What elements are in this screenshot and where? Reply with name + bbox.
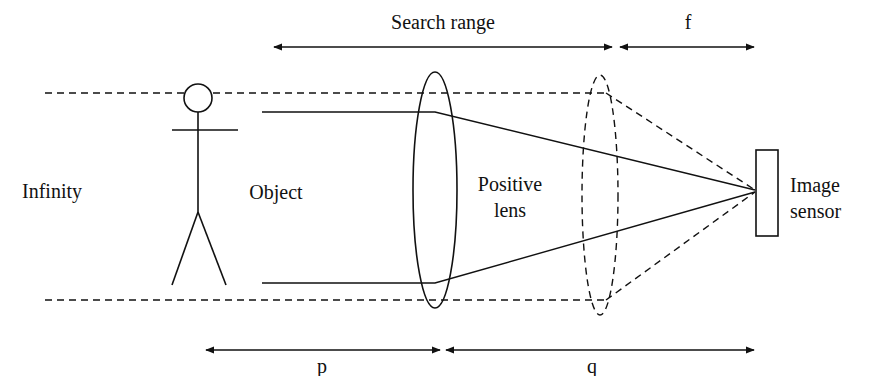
object-distance-arrow (206, 349, 440, 350)
lens-position-dashed (582, 75, 618, 315)
object-figure (172, 84, 238, 285)
image-sensor (756, 150, 778, 236)
infinity-ray (45, 92, 606, 93)
positive-lens (413, 72, 457, 308)
dimension-label: f (685, 9, 692, 35)
infinity-ray (45, 299, 606, 300)
dimension-label: p (317, 353, 327, 376)
object-label: Object (249, 179, 302, 205)
infinity-ray (606, 192, 755, 300)
side-label: Infinity (22, 178, 82, 204)
search-range-arrow (274, 46, 612, 47)
dimension-label: q (587, 353, 597, 376)
lens-label: Positive lens (460, 171, 560, 223)
infinity-ray (606, 93, 755, 190)
sensor-label: Image sensor (790, 172, 860, 224)
dimension-label: Search range (391, 9, 495, 35)
focal-length-arrow (620, 46, 754, 47)
image-distance-arrow (446, 349, 754, 350)
